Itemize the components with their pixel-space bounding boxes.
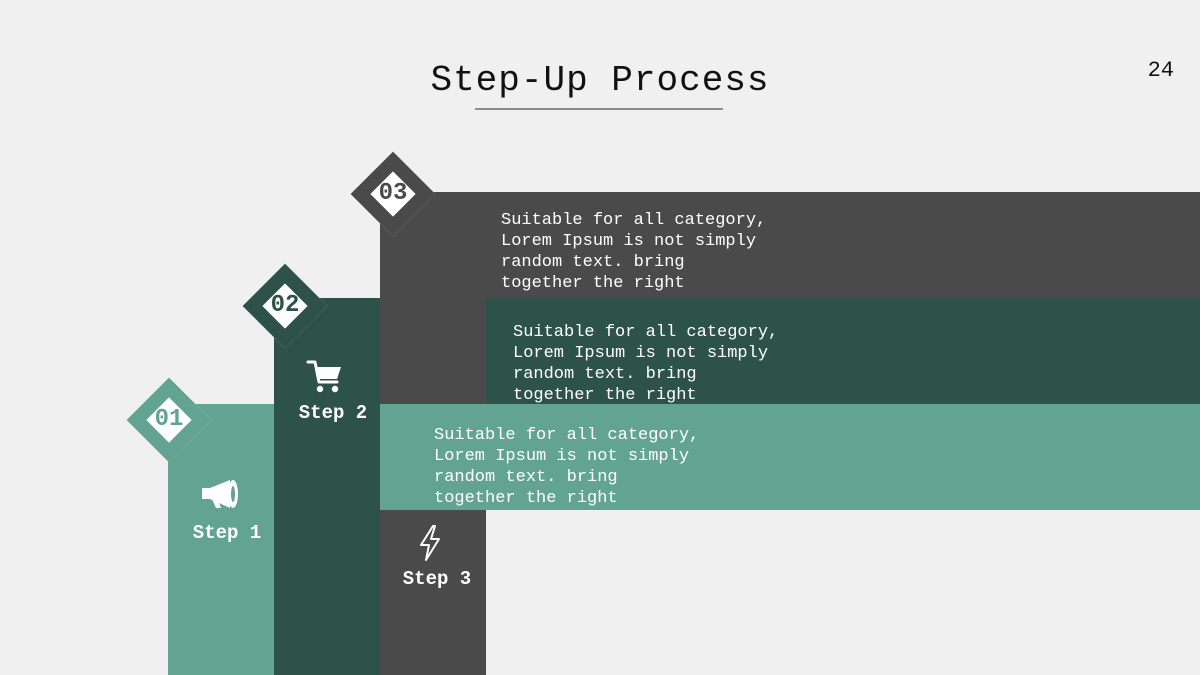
step-3-description: Suitable for all category, Lorem Ipsum i…	[501, 211, 767, 293]
step-2-label: Step 2	[298, 402, 368, 424]
page-number: 24	[1147, 58, 1174, 83]
megaphone-icon	[202, 480, 238, 508]
title-underline	[475, 108, 723, 110]
step-3-number: 03	[378, 180, 408, 207]
step-2-number: 02	[270, 292, 300, 319]
step-1-description: Suitable for all category, Lorem Ipsum i…	[434, 426, 700, 508]
step-1-column	[168, 404, 274, 675]
step-2-banner	[486, 298, 1200, 404]
step-3-label: Step 3	[402, 568, 472, 590]
step-1-banner	[380, 404, 1200, 510]
lightning-bolt-icon	[420, 525, 440, 561]
step-3-banner	[486, 192, 1200, 298]
step-1-number: 01	[154, 406, 184, 433]
shopping-cart-icon	[306, 360, 341, 393]
step-1-label: Step 1	[192, 522, 262, 544]
step-2-column	[274, 298, 380, 675]
slide-title: Step-Up Process	[430, 60, 770, 101]
step-2-description: Suitable for all category, Lorem Ipsum i…	[513, 323, 779, 405]
